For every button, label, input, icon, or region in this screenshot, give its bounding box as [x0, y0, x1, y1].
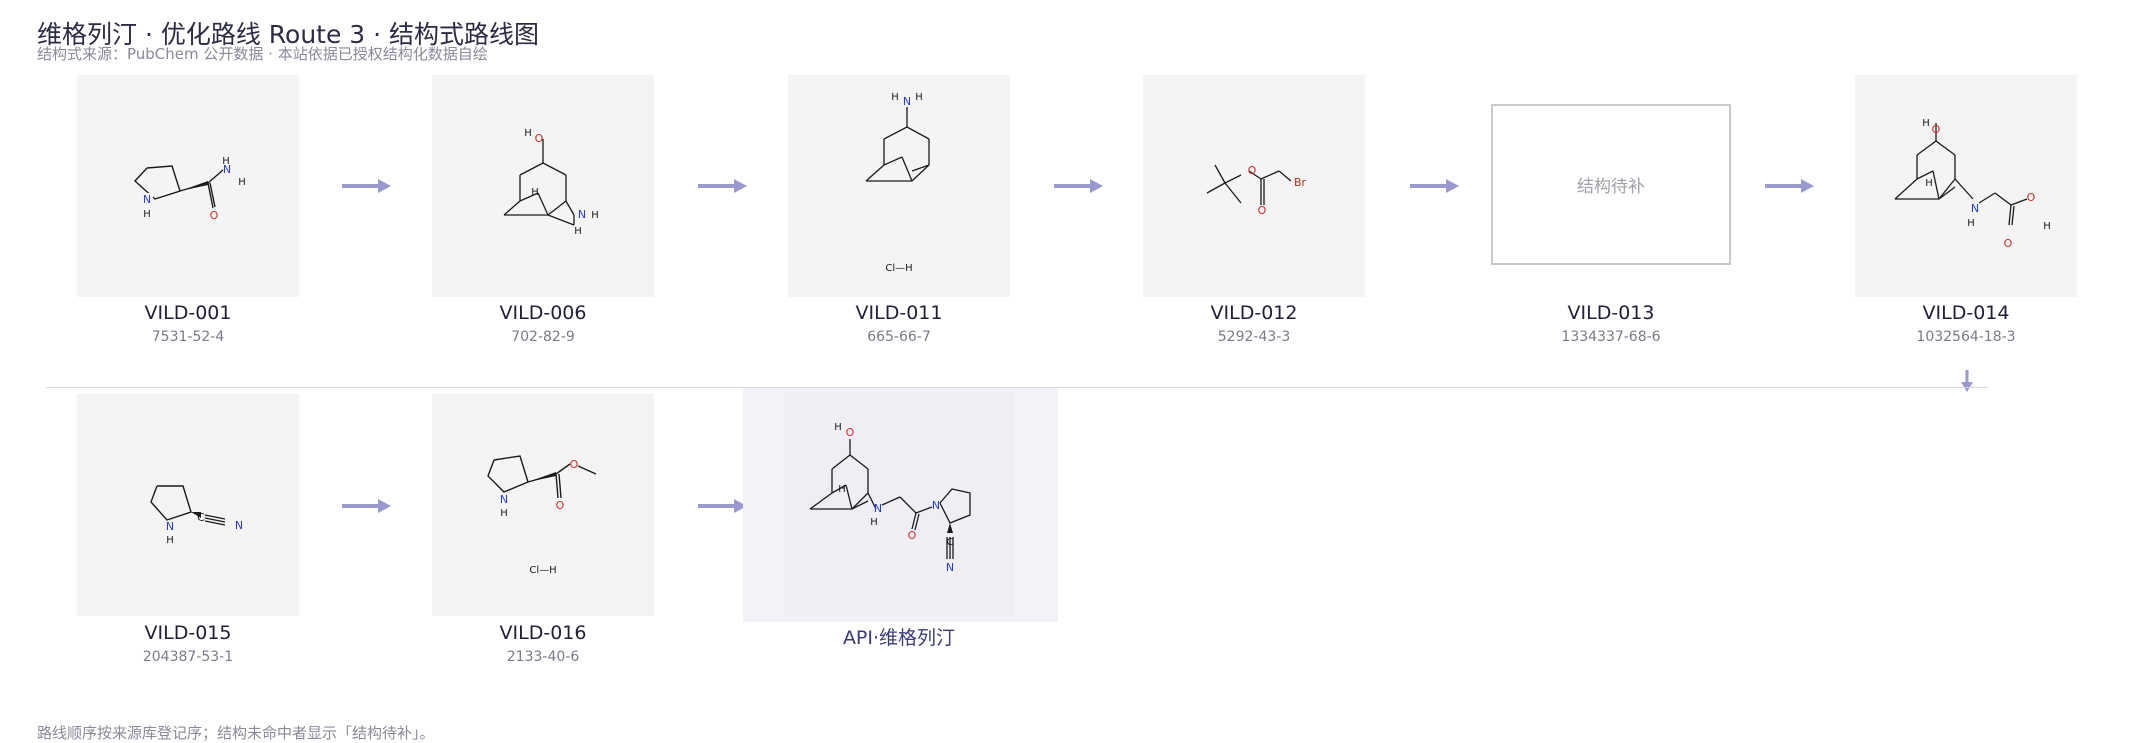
- structure-vild-011: N H H Cl—H: [788, 75, 1010, 297]
- structure-vild-001: N H O N H H: [77, 75, 299, 297]
- cas-number: 702-82-9: [432, 329, 654, 345]
- cas-number: 665-66-7: [788, 329, 1010, 345]
- api-label: API·维格列汀: [784, 623, 1014, 650]
- structure-vild-012: O O Br: [1143, 75, 1365, 297]
- atom-h: H: [574, 226, 582, 237]
- atom-o: O: [535, 132, 544, 145]
- structure-card-vild-016[interactable]: N H O O Cl—H: [432, 394, 654, 616]
- compound-id: VILD-016: [432, 622, 654, 644]
- arrow-down-icon: [1960, 369, 1974, 393]
- atom-h: H: [834, 422, 842, 433]
- atom-n: N: [903, 95, 911, 108]
- atom-h: H: [838, 484, 846, 495]
- atom-c: C: [197, 511, 205, 524]
- structure-vild-014: O H H N H O O H: [1855, 75, 2077, 297]
- structure-card-vild-001[interactable]: N H O N H H: [77, 75, 299, 297]
- arrow-right-icon: [1763, 178, 1815, 194]
- atom-o: O: [2004, 237, 2013, 250]
- atom-h: H: [531, 187, 539, 198]
- compound-id: VILD-006: [432, 302, 654, 324]
- hcl-salt: Cl—H: [529, 565, 556, 576]
- atom-h: H: [1967, 218, 1975, 229]
- cas-number: 204387-53-1: [77, 649, 299, 665]
- structure-vild-006: O H H N H H: [432, 75, 654, 297]
- atom-h: H: [1925, 178, 1933, 189]
- atom-h: H: [870, 517, 878, 528]
- structure-vild-015: C N N H: [77, 394, 299, 616]
- atom-n: N: [578, 208, 586, 221]
- compound-id: VILD-001: [77, 302, 299, 324]
- atom-n: N: [932, 499, 940, 512]
- atom-h: H: [166, 535, 174, 546]
- arrow-right-icon: [696, 178, 748, 194]
- atom-n: N: [166, 520, 174, 533]
- structure-card-vild-012[interactable]: O O Br: [1143, 75, 1365, 297]
- structure-placeholder[interactable]: 结构待补: [1491, 104, 1731, 265]
- atom-h: H: [500, 508, 508, 519]
- atom-o: O: [2027, 191, 2036, 204]
- atom-o: O: [570, 458, 579, 471]
- structure-card-vild-015[interactable]: C N N H: [77, 394, 299, 616]
- atom-o: O: [1248, 164, 1257, 177]
- atom-n: N: [235, 519, 243, 532]
- atom-n: N: [946, 561, 954, 574]
- page-subtitle: 结构式来源：PubChem 公开数据 · 本站依据已授权结构化数据自绘: [37, 43, 488, 64]
- atom-n: N: [1971, 202, 1979, 215]
- structure-api: O H H N H O N C N: [784, 393, 1014, 615]
- compound-id: VILD-015: [77, 622, 299, 644]
- arrow-right-icon: [340, 178, 392, 194]
- atom-n: N: [500, 493, 508, 506]
- compound-id: VILD-011: [788, 302, 1010, 324]
- atom-o: O: [846, 426, 855, 439]
- structure-card-api[interactable]: O H H N H O N C N: [784, 393, 1014, 615]
- atom-n: N: [874, 502, 882, 515]
- compound-id: VILD-013: [1500, 302, 1722, 324]
- atom-o: O: [210, 209, 219, 222]
- cas-number: 2133-40-6: [432, 649, 654, 665]
- cas-number: 1334337-68-6: [1500, 329, 1722, 345]
- hcl-salt: Cl—H: [885, 263, 912, 274]
- atom-h: H: [591, 210, 599, 221]
- structure-vild-016: N H O O Cl—H: [432, 394, 654, 616]
- atom-o: O: [1258, 204, 1267, 217]
- atom-h: H: [915, 92, 923, 103]
- atom-o: O: [1932, 123, 1941, 136]
- atom-h: H: [524, 128, 532, 139]
- atom-h: H: [238, 177, 246, 188]
- atom-o: O: [556, 499, 565, 512]
- atom-br: Br: [1294, 176, 1307, 189]
- cas-number: 1032564-18-3: [1855, 329, 2077, 345]
- structure-card-vild-014[interactable]: O H H N H O O H: [1855, 75, 2077, 297]
- atom-h: H: [891, 92, 899, 103]
- atom-h: H: [1922, 118, 1930, 129]
- compound-id: VILD-014: [1855, 302, 2077, 324]
- arrow-right-icon: [1408, 178, 1460, 194]
- atom-c: C: [947, 537, 954, 548]
- placeholder-text: 结构待补: [1577, 172, 1645, 197]
- footnote: 路线顺序按来源库登记序；结构未命中者显示「结构待补」。: [37, 722, 435, 743]
- atom-h: H: [2043, 221, 2051, 232]
- arrow-right-icon: [1052, 178, 1104, 194]
- atom-h: H: [143, 209, 151, 220]
- structure-card-vild-006[interactable]: O H H N H H: [432, 75, 654, 297]
- cas-number: 7531-52-4: [77, 329, 299, 345]
- atom-n: N: [143, 193, 151, 206]
- atom-h: H: [222, 156, 230, 167]
- cas-number: 5292-43-3: [1143, 329, 1365, 345]
- arrow-right-icon: [696, 498, 748, 514]
- atom-o: O: [908, 529, 917, 542]
- structure-card-vild-011[interactable]: N H H Cl—H: [788, 75, 1010, 297]
- compound-id: VILD-012: [1143, 302, 1365, 324]
- arrow-right-icon: [340, 498, 392, 514]
